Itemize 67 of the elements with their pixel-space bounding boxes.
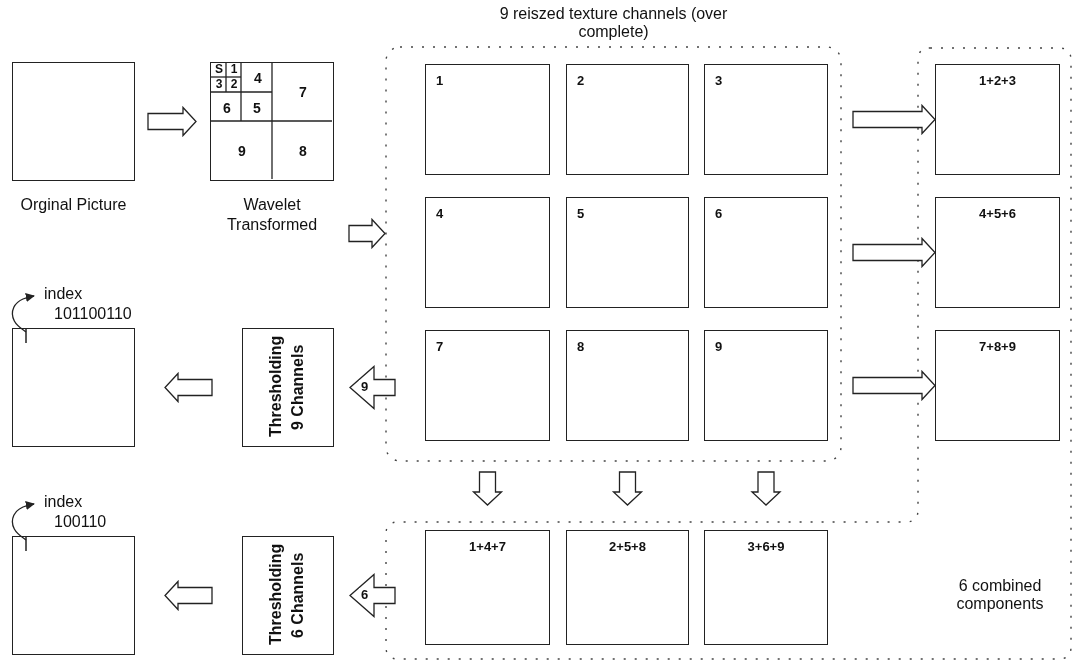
channel-box bbox=[704, 530, 828, 645]
group-heading: 9 reiszed texture channels (over complete) bbox=[498, 5, 729, 42]
channel-box bbox=[425, 197, 550, 308]
channel-label: 4+5+6 bbox=[978, 207, 1017, 222]
channel-label: 1+2+3 bbox=[978, 74, 1017, 89]
channel-box bbox=[425, 530, 550, 645]
channel-label: 4 bbox=[436, 207, 444, 222]
process-box bbox=[242, 328, 334, 447]
channel-label: 3 bbox=[715, 74, 723, 89]
dotted-l-group bbox=[385, 47, 1073, 661]
channel-label: 7+8+9 bbox=[978, 340, 1017, 355]
channel-label: 7 bbox=[436, 340, 444, 355]
subband-number: 8 bbox=[298, 143, 308, 160]
channel-box bbox=[566, 197, 689, 308]
channel-box bbox=[566, 530, 689, 645]
channel-label: 2+5+8 bbox=[608, 540, 647, 555]
channel-box bbox=[704, 197, 828, 308]
block-arrow bbox=[852, 369, 936, 402]
picture-frame bbox=[12, 536, 135, 655]
subband-number: 4 bbox=[253, 70, 263, 87]
curved-arrow bbox=[11, 501, 35, 541]
channel-box bbox=[935, 197, 1060, 308]
channel-box bbox=[425, 64, 550, 175]
channel-box bbox=[566, 64, 689, 175]
index-label: index 101100110 bbox=[44, 284, 136, 324]
channel-label: 8 bbox=[577, 340, 585, 355]
dotted-group bbox=[385, 5, 842, 462]
subband-number: 9 bbox=[237, 143, 247, 160]
box-label: Thresholding 9 Channels bbox=[266, 337, 307, 437]
block-arrow bbox=[852, 103, 936, 136]
curved-arrow bbox=[11, 293, 35, 333]
channel-label: 5 bbox=[577, 207, 585, 222]
channel-box bbox=[425, 330, 550, 441]
channel-label: 6 bbox=[715, 207, 723, 222]
picture-caption: Wavelet Transformed bbox=[225, 195, 319, 235]
subband-number: 6 bbox=[222, 100, 232, 117]
subband-number: S bbox=[214, 63, 224, 77]
index-label: index 100110 bbox=[44, 492, 136, 532]
block-arrow bbox=[348, 217, 386, 250]
block-arrow bbox=[852, 236, 936, 269]
channel-box bbox=[704, 330, 828, 441]
block-arrow bbox=[164, 371, 213, 404]
subband-number: 1 bbox=[229, 63, 239, 77]
block-arrow bbox=[147, 105, 197, 138]
subband-number: 2 bbox=[229, 78, 239, 92]
process-box bbox=[242, 536, 334, 655]
channel-box bbox=[566, 330, 689, 441]
channel-label: 1+4+7 bbox=[468, 540, 507, 555]
channel-label: 2 bbox=[577, 74, 585, 89]
block-arrow bbox=[611, 471, 644, 506]
box-label: Thresholding 6 Channels bbox=[266, 545, 307, 645]
subband-number: 3 bbox=[214, 78, 224, 92]
channel-label: 3+6+9 bbox=[746, 540, 786, 555]
subband-number: 7 bbox=[298, 84, 308, 101]
channel-label: 1 bbox=[436, 74, 444, 89]
block-arrow bbox=[750, 471, 782, 506]
channel-label: 9 bbox=[715, 340, 723, 355]
channel-box bbox=[704, 64, 828, 175]
picture-caption: Orginal Picture bbox=[19, 195, 128, 215]
block-arrow bbox=[471, 471, 504, 506]
block-arrow bbox=[164, 579, 213, 612]
subband-number: 5 bbox=[252, 100, 262, 117]
group-label: 6 combined components bbox=[955, 577, 1045, 614]
picture-frame bbox=[12, 62, 135, 181]
picture-frame bbox=[12, 328, 135, 447]
channel-box bbox=[935, 330, 1060, 441]
channel-box bbox=[935, 64, 1060, 175]
